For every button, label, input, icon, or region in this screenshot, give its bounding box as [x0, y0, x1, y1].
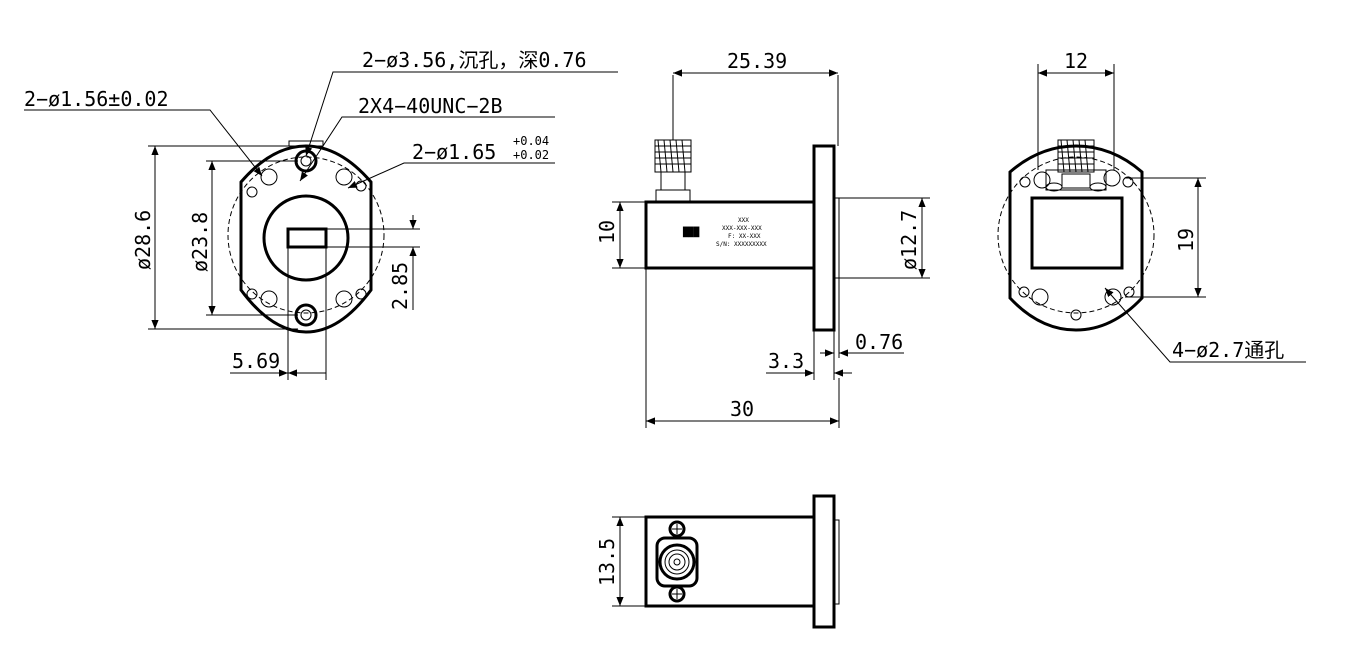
top-tab [288, 140, 324, 147]
hole-tol-label: 2−ø1.56±0.02 [24, 87, 169, 111]
dim-10-label: 10 [595, 220, 619, 244]
pin-hole [355, 288, 367, 300]
bottom-counterbore-hole [294, 303, 318, 327]
dim-2539-label: 25.39 [727, 49, 787, 73]
back-pin-hole [1122, 176, 1134, 188]
dia-outer-label: ø28.6 [131, 210, 155, 270]
tol-lower-label: +0.02 [513, 148, 549, 162]
dim-569-label: 5.69 [232, 349, 280, 373]
dim-33-label: 3.3 [768, 349, 804, 373]
tol-upper-label: +0.04 [513, 134, 549, 148]
leader-hole-27 [1104, 287, 1306, 363]
sma-connector-icon [654, 75, 692, 203]
marking-4: S/N: XXXXXXXXX [716, 241, 767, 248]
dim-076-label: 0.76 [855, 330, 903, 354]
back-connector-icon [1045, 139, 1107, 192]
corner-hole [260, 168, 278, 186]
thread-label: 2X4−40UNC−2B [358, 94, 503, 118]
bottom-connector-icon [655, 536, 699, 588]
front-view: 2−ø1.56±0.02 2−ø3.56,沉孔，深0.76 2X4−40UNC−… [24, 48, 618, 380]
bottom-view: 13.5 [595, 494, 840, 629]
marking-3: F: XX-XXX [728, 233, 761, 240]
leader-thread [299, 116, 555, 182]
screw-icon [668, 585, 686, 603]
bottom-thread-hole [300, 309, 312, 321]
back-hole [1031, 288, 1049, 306]
pin-hole [246, 186, 258, 198]
leader-hole-tol [24, 109, 263, 177]
front-flange-outline [239, 144, 373, 334]
corner-hole [335, 290, 353, 308]
back-bolt-circle-dashed [997, 156, 1155, 314]
back-pin-hole [1019, 176, 1031, 188]
bottom-boss [833, 519, 840, 605]
waveguide-opening [286, 227, 328, 249]
dim-19-label: 19 [1174, 228, 1198, 252]
back-pin-hole [1123, 286, 1135, 298]
marking-2: XXX-XXX-XXX [722, 225, 762, 232]
dia-inner-label: ø23.8 [188, 212, 212, 272]
bottom-flange [812, 494, 836, 629]
corner-hole [335, 168, 353, 186]
back-hole [1103, 169, 1121, 187]
counterbore-label: 2−ø3.56,沉孔，深0.76 [362, 48, 587, 72]
dim-135-label: 13.5 [595, 538, 619, 586]
hole-27-label: 4−ø2.7通孔 [1172, 338, 1284, 362]
top-thread-hole [300, 155, 312, 167]
side-view: ███ XXX XXX-XXX-XXX F: XX-XXX S/N: XXXXX… [595, 49, 930, 428]
dia-127-label: ø12.7 [897, 210, 921, 270]
dim-12-label: 12 [1064, 49, 1088, 73]
back-hole [1033, 171, 1051, 189]
marking-1: XXX [738, 217, 749, 224]
side-boss [833, 197, 840, 279]
pin-hole [246, 288, 258, 300]
corner-hole [260, 290, 278, 308]
side-flange [812, 144, 836, 332]
leader-counterbore [305, 71, 618, 157]
front-boss-circle [262, 194, 350, 282]
leader-165 [347, 162, 555, 189]
back-pin-hole [1018, 286, 1030, 298]
hole-165-label: 2−ø1.65 [412, 140, 496, 164]
screw-icon [668, 520, 686, 538]
dim-285-label: 2.85 [388, 262, 412, 310]
back-view: 12 19 4−ø2.7通孔 [997, 49, 1306, 363]
back-bottom-pin [1070, 309, 1082, 321]
bolt-circle-dashed [227, 156, 385, 314]
marking-logo: ███ [682, 226, 700, 238]
back-housing [1030, 196, 1124, 270]
dim-30-label: 30 [730, 397, 754, 421]
